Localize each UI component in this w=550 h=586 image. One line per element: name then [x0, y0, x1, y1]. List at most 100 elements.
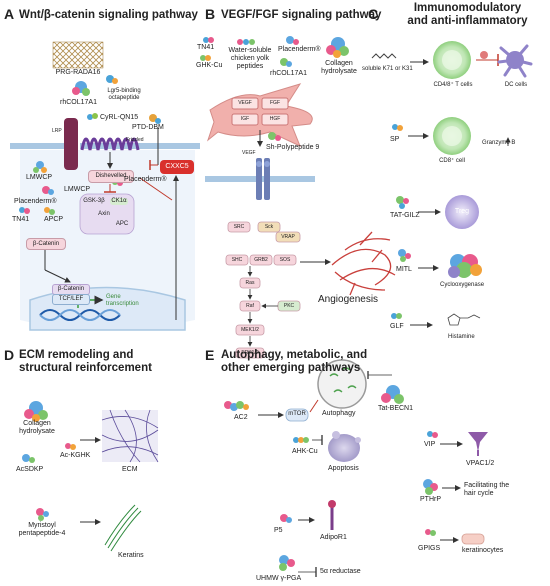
- lmwcp-protein-icon: [33, 161, 47, 173]
- label-tn41-a: TN41: [12, 216, 30, 223]
- label-prg-rada16: PRG-RADA16: [55, 69, 101, 76]
- label-apcp: APCP: [44, 216, 64, 223]
- label-ecm: ECM: [122, 466, 138, 473]
- vegf-receptor-left: [256, 158, 262, 200]
- label-mtor: mTOR: [288, 411, 306, 417]
- label-sos: SOS: [279, 257, 291, 263]
- cyrl-qn15-peptide-icon: [87, 113, 98, 120]
- sh-polypeptide-icon: [268, 132, 281, 141]
- tn41-peptide-icon-a: [19, 207, 30, 214]
- label-vrap: VRAP: [281, 234, 295, 240]
- water-soluble-peptide-icon: [237, 39, 255, 45]
- label-placenderm-a1: Placenderm®: [14, 198, 57, 205]
- label-sck: Sck: [264, 224, 274, 230]
- label-vip: VIP: [424, 441, 436, 448]
- label-rhcol17a1-a: rhCOL17A1: [60, 99, 97, 106]
- gpigs-peptide-icon: [425, 529, 436, 536]
- label-axin: Axin: [98, 211, 110, 217]
- label-p5: P5: [274, 527, 283, 534]
- label-ac-kghk: Ac-KGHK: [60, 452, 91, 459]
- collagen-protein-icon-b: [326, 37, 349, 58]
- label-cyrl-qn15: CyRL-QN15: [100, 114, 139, 121]
- label-autophagy: Autophagy: [322, 410, 356, 417]
- label-gene-transcription: Gene transcription: [106, 294, 139, 307]
- panel-b-letter: B: [205, 6, 216, 22]
- lgr5-peptide-icon: [106, 75, 118, 84]
- panel-a-letter: A: [4, 6, 15, 22]
- label-glf: GLF: [390, 323, 404, 330]
- panel-b-title: VEGF/FGF signaling pathway: [221, 9, 382, 21]
- keratinocyte-cell-icon: [461, 533, 485, 545]
- rhcol17a1-protein-icon: [72, 81, 90, 96]
- panel-c-title: Immunomodulatory and anti-inflammatory: [407, 2, 528, 27]
- label-mek12: MEK1/2: [241, 327, 259, 333]
- apcp-peptide-icon: [44, 207, 55, 215]
- label-ptd-dbm: PTD-DBM: [132, 124, 164, 131]
- rhcol17a1-protein-icon-b: [280, 58, 292, 67]
- cyclooxygenase-protein-icon: [448, 254, 482, 278]
- autophagosome: [317, 359, 367, 409]
- label-gsk3b: GSK-3β: [83, 198, 105, 204]
- uhmw-pga-icon: [279, 555, 295, 571]
- label-sh-polypeptide: Sh-Polypeptide 9: [266, 144, 320, 151]
- label-tat-gilz: TAT-GILZ: [390, 212, 420, 219]
- label-cd48-t-cells: CD4/8⁺ T cells: [433, 82, 473, 88]
- label-keratinocytes: keratinocytes: [462, 547, 504, 554]
- panel-c-letter: C: [368, 6, 379, 22]
- label-angiogenesis: Angiogenesis: [318, 294, 379, 305]
- vpac-receptor-icon: [468, 432, 488, 456]
- k71-molecule-icon: [371, 53, 397, 59]
- dc-cell: [497, 44, 533, 78]
- label-pthrp: PTHrP: [420, 496, 441, 503]
- label-apc: APC: [115, 221, 129, 227]
- label-cd8-cell: CD8⁺ cell: [439, 158, 465, 164]
- label-collagen-b: Collagen hydrolysate: [321, 60, 357, 75]
- panel-d-letter: D: [4, 347, 15, 363]
- label-grb2: GRB2: [254, 257, 268, 263]
- mtor-box: [285, 408, 309, 422]
- label-src: SRC: [233, 224, 245, 230]
- label-gpigs: GPIGS: [418, 545, 441, 552]
- placenderm-protein-icon-b: [286, 36, 299, 45]
- placenderm-protein-icon-a: [42, 186, 54, 195]
- label-uhmw-pga: UHMW γ-PGA: [256, 575, 302, 582]
- label-fgf: FGF: [270, 100, 280, 106]
- label-ck1a: CK1α: [110, 198, 128, 205]
- apoptotic-cell: [328, 434, 360, 462]
- ptd-dbm-peptide-icon: [149, 114, 161, 124]
- tat-becn1-protein-icon: [381, 385, 404, 404]
- sp-peptide-icon: [392, 124, 403, 131]
- label-raf: Raf: [246, 303, 254, 309]
- tcf-lef-box: TCF/LEF: [52, 294, 90, 305]
- label-k71-k31: soluble K71 or K31: [362, 66, 413, 72]
- label-sp: SP: [390, 136, 400, 143]
- tn41-peptide-icon-b: [203, 37, 214, 43]
- label-keratins: Keratins: [118, 552, 144, 559]
- label-lrp: LRP: [52, 128, 62, 134]
- label-ras: Ras: [245, 280, 255, 286]
- panel-e-letter: E: [205, 347, 215, 363]
- label-histamine: Histamine: [448, 334, 475, 340]
- label-adipor1: AdipoR1: [320, 534, 347, 541]
- label-tat-becn1: Tat-BECN1: [378, 405, 414, 412]
- ac-kghk-peptide-icon: [65, 443, 76, 450]
- ghk-cu-peptide-icon-b: [200, 55, 211, 61]
- label-igf: IGF: [240, 116, 250, 122]
- glf-peptide-icon: [391, 313, 402, 319]
- label-erk12: ERK1/2: [241, 350, 259, 356]
- collagen-protein-icon-d: [24, 401, 48, 422]
- lrp-receptor: [64, 118, 78, 170]
- panel-e-graphics: [224, 359, 488, 577]
- label-myristoyl: Myristoyl pentapeptide-4: [18, 522, 66, 537]
- tat-gilz-peptide-icon: [396, 196, 409, 209]
- treg-cell: [445, 195, 479, 229]
- label-treg: Treg: [454, 208, 470, 215]
- panel-a-title: Wnt/β-catenin signaling pathway: [19, 9, 198, 21]
- label-mitl: MITL: [396, 266, 412, 273]
- label-vegf-receptor: VEGF: [242, 150, 256, 156]
- panel-a-graphics: [10, 41, 200, 331]
- label-granzyme-b: Granzyme B: [482, 140, 516, 146]
- label-cyclooxygenase: Cyclooxygenase: [440, 282, 485, 288]
- label-ac2: AC2: [234, 414, 248, 421]
